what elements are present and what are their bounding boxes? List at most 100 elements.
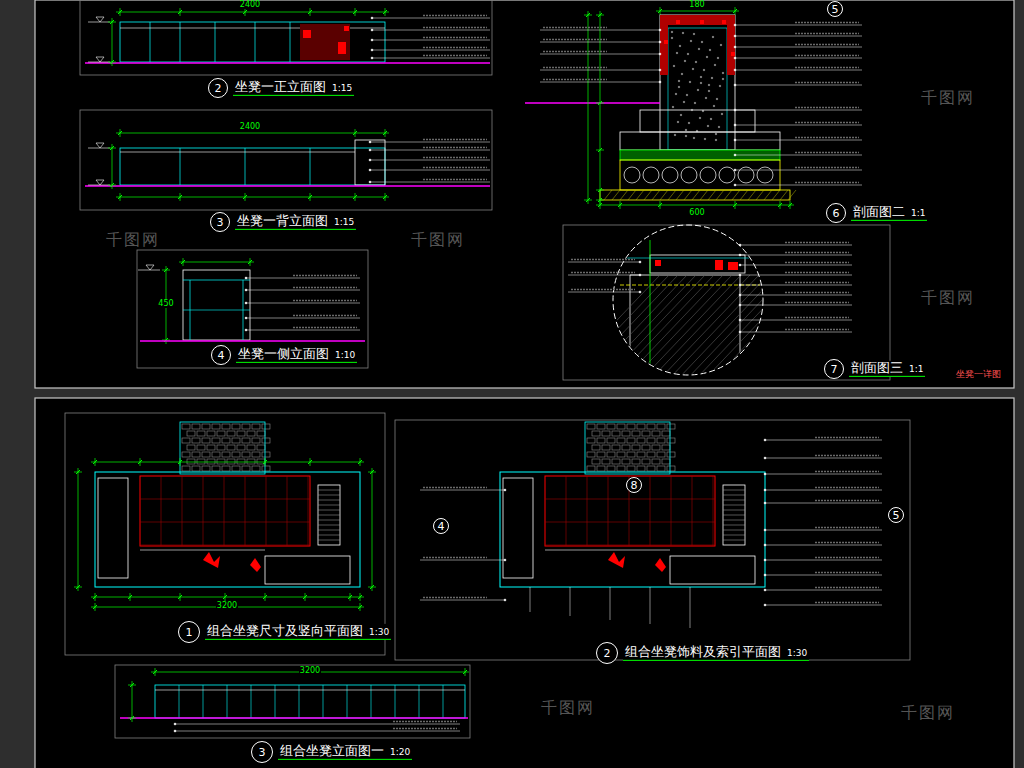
drawing-line xyxy=(543,51,607,53)
drawing-line xyxy=(293,327,357,329)
callout-circle: 2组合坐凳饰料及索引平面图1:30 xyxy=(596,642,618,664)
drawing-rect xyxy=(662,459,670,464)
drawing-line xyxy=(318,510,340,511)
drawing-circle xyxy=(710,118,712,120)
drawing-line xyxy=(765,575,882,576)
drawing-rect xyxy=(202,424,210,429)
drawing-line xyxy=(353,195,357,199)
drawing-line xyxy=(120,152,355,153)
drawing-rect xyxy=(207,459,215,464)
drawing-line xyxy=(353,131,357,135)
drawing-line xyxy=(785,302,849,304)
level-mark xyxy=(96,57,104,62)
drawing-circle xyxy=(764,489,766,491)
drawing-line xyxy=(749,275,849,380)
drawing-line xyxy=(112,144,113,189)
scale-text: 1:1 xyxy=(909,365,923,375)
drawing-line xyxy=(372,30,490,31)
drawing-line xyxy=(118,195,122,199)
drawing-rect xyxy=(187,445,195,450)
drawing-rect xyxy=(602,431,610,436)
drawing-circle xyxy=(678,80,680,82)
drawing-line xyxy=(130,716,134,720)
drawing-rect xyxy=(607,424,615,429)
view-title-text: 组合坐凳尺寸及竖向平面图 xyxy=(207,624,363,638)
drawing-rect xyxy=(252,452,260,457)
drawing-rect xyxy=(503,478,533,578)
drawing-line xyxy=(571,289,635,291)
drawing-line xyxy=(740,190,748,200)
drawing-rect xyxy=(222,438,230,443)
drawing-rect xyxy=(602,459,610,464)
drawing-line xyxy=(116,197,389,198)
drawing-rect xyxy=(607,452,615,457)
drawing-line xyxy=(393,728,457,730)
drawing-circle xyxy=(757,167,773,183)
drawing-line xyxy=(420,600,505,601)
drawing-line xyxy=(700,190,708,200)
scale-text: 1:15 xyxy=(334,218,354,228)
drawing-circle xyxy=(690,40,692,42)
drawing-line xyxy=(266,476,267,546)
drawing-line xyxy=(118,10,122,14)
drawing-rect xyxy=(222,424,230,429)
view-title-text: 坐凳一侧立面图 xyxy=(238,347,329,361)
drawing-rect xyxy=(182,466,190,471)
drawing-circle xyxy=(371,29,373,31)
watermark: 千图网 xyxy=(410,232,466,249)
drawing-line xyxy=(88,22,110,23)
drawing-circle xyxy=(504,599,506,601)
drawing-line xyxy=(543,39,607,41)
drawing-circle xyxy=(369,149,371,151)
drawing-rect xyxy=(257,445,265,450)
drawing-line xyxy=(765,590,882,591)
drawing-line xyxy=(732,190,740,200)
drawing-line xyxy=(733,9,737,13)
drawing-line xyxy=(586,13,590,17)
drawing-line xyxy=(308,476,309,546)
drawing-circle xyxy=(671,31,673,33)
drawing-line xyxy=(568,262,640,263)
drawing-line xyxy=(765,458,882,459)
sheet-note: 坐凳一详图 xyxy=(955,370,1002,379)
drawing-circle xyxy=(671,37,673,39)
drawing-rect xyxy=(217,445,225,450)
drawing-line xyxy=(758,275,858,380)
drawing-circle xyxy=(686,94,688,96)
drawing-line xyxy=(628,190,636,200)
drawing-line xyxy=(658,9,662,13)
drawing-circle xyxy=(688,122,690,124)
drawing-circle xyxy=(739,284,741,286)
drawing-line xyxy=(423,557,487,559)
drawing-circle xyxy=(674,134,676,136)
drawing-circle xyxy=(739,274,741,276)
drawing-line xyxy=(765,545,882,546)
drawing-line xyxy=(420,490,505,491)
drawing-circle xyxy=(739,254,741,256)
drawing-circle xyxy=(245,317,247,319)
watermark: 千图网 xyxy=(920,90,976,107)
drawing-rect xyxy=(344,26,349,31)
drawing-rect xyxy=(627,438,635,443)
drawing-circle xyxy=(684,60,686,62)
drawing-line xyxy=(179,262,254,263)
drawing-line xyxy=(370,150,490,151)
drawing-line xyxy=(246,303,360,304)
drawing-line xyxy=(692,476,693,546)
drawing-line xyxy=(358,595,362,599)
drawing-circle xyxy=(689,81,691,83)
drawing-circle xyxy=(734,154,736,156)
drawing-rect xyxy=(262,438,270,443)
drawing-line xyxy=(318,525,340,526)
drawing-circle xyxy=(739,294,741,296)
drawing-rect xyxy=(667,438,675,443)
drawing-rect xyxy=(183,270,250,340)
drawing-line xyxy=(88,62,110,63)
drawing-line xyxy=(713,275,813,380)
drawing-circle xyxy=(245,329,247,331)
drawing-line xyxy=(78,468,79,591)
drawing-line xyxy=(132,681,133,722)
drawing-rect xyxy=(612,459,620,464)
drawing-circle xyxy=(764,559,766,561)
